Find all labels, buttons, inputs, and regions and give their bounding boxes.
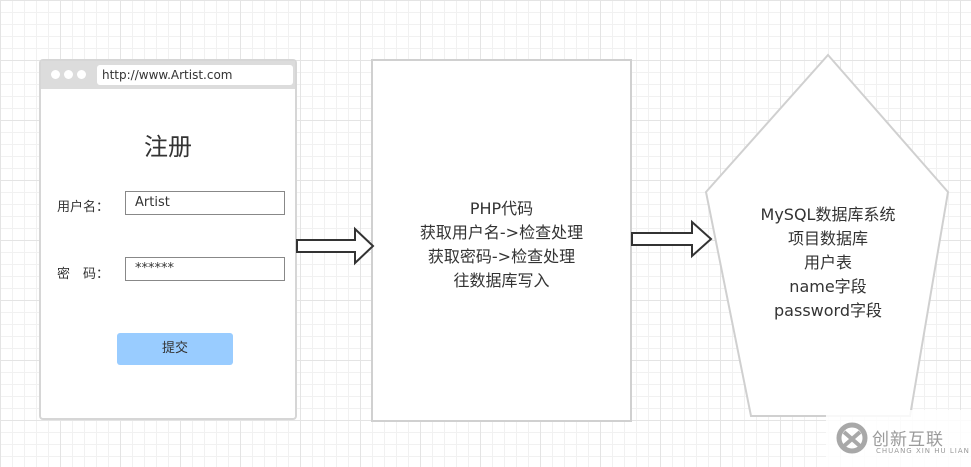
watermark-logo-icon [836,422,868,454]
mysql-line: name字段 [789,277,867,296]
password-label: 密 码： [57,267,110,282]
arrow-right-icon [296,226,375,266]
mysql-node-text: MySQL数据库系统 项目数据库 用户表 name字段 password字段 [720,203,936,323]
php-process-box: PHP代码 获取用户名->检查处理 获取密码->检查处理 往数据库写入 [371,59,632,422]
php-box-text: PHP代码 获取用户名->检查处理 获取密码->检查处理 往数据库写入 [373,197,630,293]
mysql-line: 项目数据库 [787,229,868,248]
browser-window: http://www.Artist.com 注册 用户名： Artist 密 码… [39,59,297,420]
mysql-line: MySQL数据库系统 [760,205,896,224]
php-line: 往数据库写入 [453,271,550,290]
window-dot-icon [77,70,86,79]
mysql-line: password字段 [774,301,882,320]
arrow-right-icon [631,219,713,259]
php-line: 获取密码->检查处理 [427,247,576,266]
php-line: PHP代码 [469,199,534,218]
mysql-line: 用户表 [803,253,852,272]
username-label: 用户名： [57,200,110,215]
password-input[interactable]: ****** [125,257,285,281]
window-dot-icon [51,70,60,79]
watermark-text: 创新互联 [872,430,944,450]
window-dot-icon [64,70,73,79]
browser-titlebar: http://www.Artist.com [41,61,295,89]
submit-button[interactable]: 提交 [117,333,233,365]
watermark [826,410,971,467]
watermark-subtext: CHUANG XIN HU LIAN [876,447,970,455]
address-bar[interactable]: http://www.Artist.com [97,65,293,85]
form-title: 注册 [144,133,192,161]
username-input[interactable]: Artist [125,191,285,215]
php-line: 获取用户名->检查处理 [419,223,584,242]
